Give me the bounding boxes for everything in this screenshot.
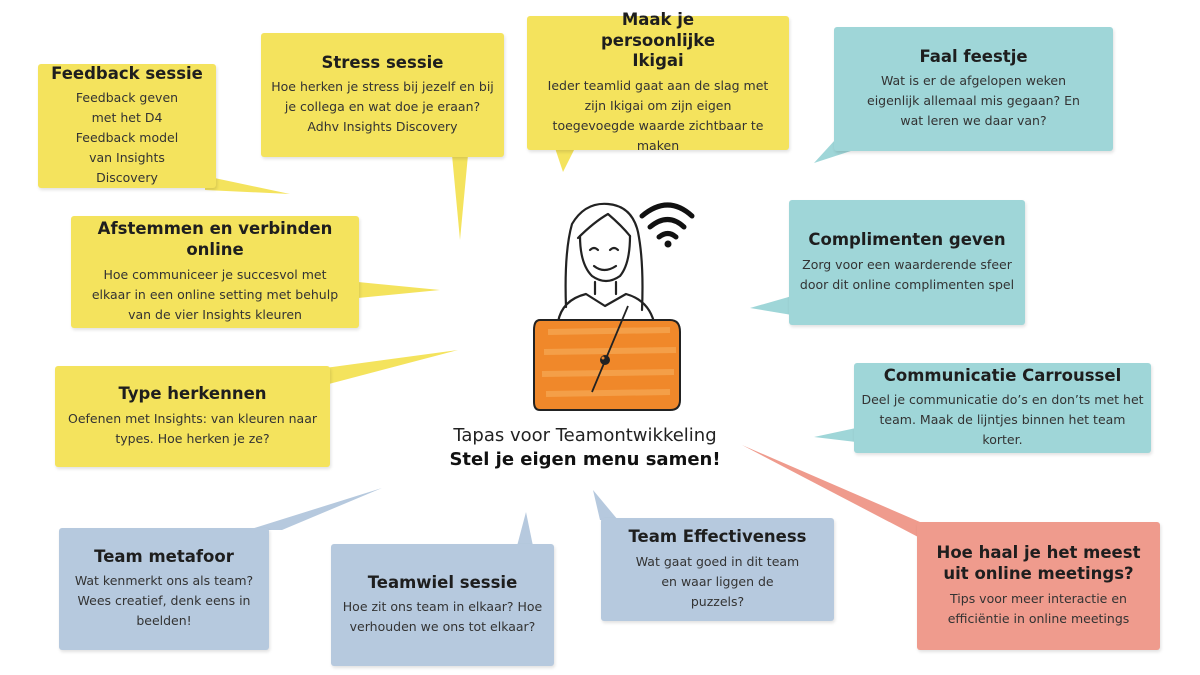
bubble-title: Faal feestje <box>919 46 1028 66</box>
tail-ikigai <box>555 148 575 172</box>
bubble-description: Ieder teamlid gaat aan de slag met zijn … <box>547 77 769 153</box>
bubble-online-meetings: Hoe haal je het meest uit online meeting… <box>917 522 1160 650</box>
tail-meetings <box>742 445 920 538</box>
bubble-communicatie-carroussel: Communicatie Carroussel Deel je communic… <box>854 363 1151 453</box>
bubble-afstemmen-verbinden: Afstemmen en verbinden online Hoe commun… <box>71 216 359 328</box>
bubble-type-herkennen: Type herkennen Oefenen met Insights: van… <box>55 366 330 467</box>
bubble-title: Stress sessie <box>321 52 444 72</box>
bubble-faal-feestje: Faal feestje Wat is er de afgelopen weke… <box>834 27 1113 151</box>
tail-effectiveness <box>593 490 618 520</box>
laptop-icon <box>533 305 681 411</box>
person-icon <box>556 202 656 324</box>
bubble-title: Maak je persoonlijke Ikigai <box>600 10 716 71</box>
bubble-ikigai: Maak je persoonlijke Ikigai Ieder teamli… <box>527 10 789 153</box>
tail-complimenten <box>750 296 792 315</box>
center-caption: Tapas voor Teamontwikkeling Stel je eige… <box>420 424 750 473</box>
bubble-teamwiel-sessie: Teamwiel sessie Hoe zit ons team in elka… <box>331 544 554 666</box>
bubble-feedback-sessie: Feedback sessie Feedback geven met het D… <box>38 64 216 188</box>
bubble-description: Wat gaat goed in dit team en waar liggen… <box>635 553 800 609</box>
tail-type <box>325 350 458 385</box>
bubble-title: Hoe haal je het meest uit online meeting… <box>936 543 1141 583</box>
bubble-title: Teamwiel sessie <box>367 572 518 592</box>
tail-feedback <box>205 176 290 194</box>
bubble-description: Wat kenmerkt ons als team? Wees creatief… <box>74 573 254 629</box>
bubble-description: Hoe herken je stress bij jezelf en bij j… <box>271 79 494 135</box>
bubble-description: Oefenen met Insights: van kleuren naar t… <box>67 410 318 446</box>
bubble-complimenten-geven: Complimenten geven Zorg voor een waarder… <box>789 200 1025 325</box>
bubble-title: Communicatie Carroussel <box>883 365 1122 385</box>
bubble-description: Tips voor meer interactie en efficiëntie… <box>947 590 1130 626</box>
tail-metafoor <box>248 488 382 530</box>
bubble-title: Type herkennen <box>118 384 267 404</box>
bubble-title: Complimenten geven <box>808 230 1006 250</box>
bubble-title: Feedback sessie <box>51 63 203 83</box>
bubble-description: Deel je communicatie do’s en don’ts met … <box>861 392 1144 448</box>
tail-teamwiel <box>517 512 533 546</box>
tail-stress <box>452 155 468 240</box>
caption-title: Tapas voor Teamontwikkeling <box>453 425 717 446</box>
bubble-description: Hoe communiceer je succesvol met elkaar … <box>91 266 339 322</box>
bubble-title: Team Effectiveness <box>628 527 807 547</box>
bubble-team-effectiveness: Team Effectiveness Wat gaat goed in dit … <box>601 518 834 621</box>
tail-carroussel <box>814 428 856 442</box>
caption-subtitle: Stel je eigen menu samen! <box>449 449 721 471</box>
wifi-icon <box>639 202 695 248</box>
person-with-laptop-illustration <box>533 202 695 411</box>
bubble-title: Afstemmen en verbinden online <box>97 219 333 259</box>
bubble-title: Team metafoor <box>94 546 234 566</box>
bubble-team-metafoor: Team metafoor Wat kenmerkt ons als team?… <box>59 528 269 650</box>
tail-afstemmen <box>358 282 440 298</box>
bubble-stress-sessie: Stress sessie Hoe herken je stress bij j… <box>261 33 504 157</box>
bubble-description: Wat is er de afgelopen weken eigenlijk a… <box>867 73 1080 129</box>
bubble-description: Zorg voor een waarderende sfeer door dit… <box>799 256 1015 292</box>
bubble-description: Feedback geven met het D4 Feedback model… <box>75 90 179 186</box>
bubble-description: Hoe zit ons team in elkaar? Hoe verhoude… <box>342 599 543 635</box>
